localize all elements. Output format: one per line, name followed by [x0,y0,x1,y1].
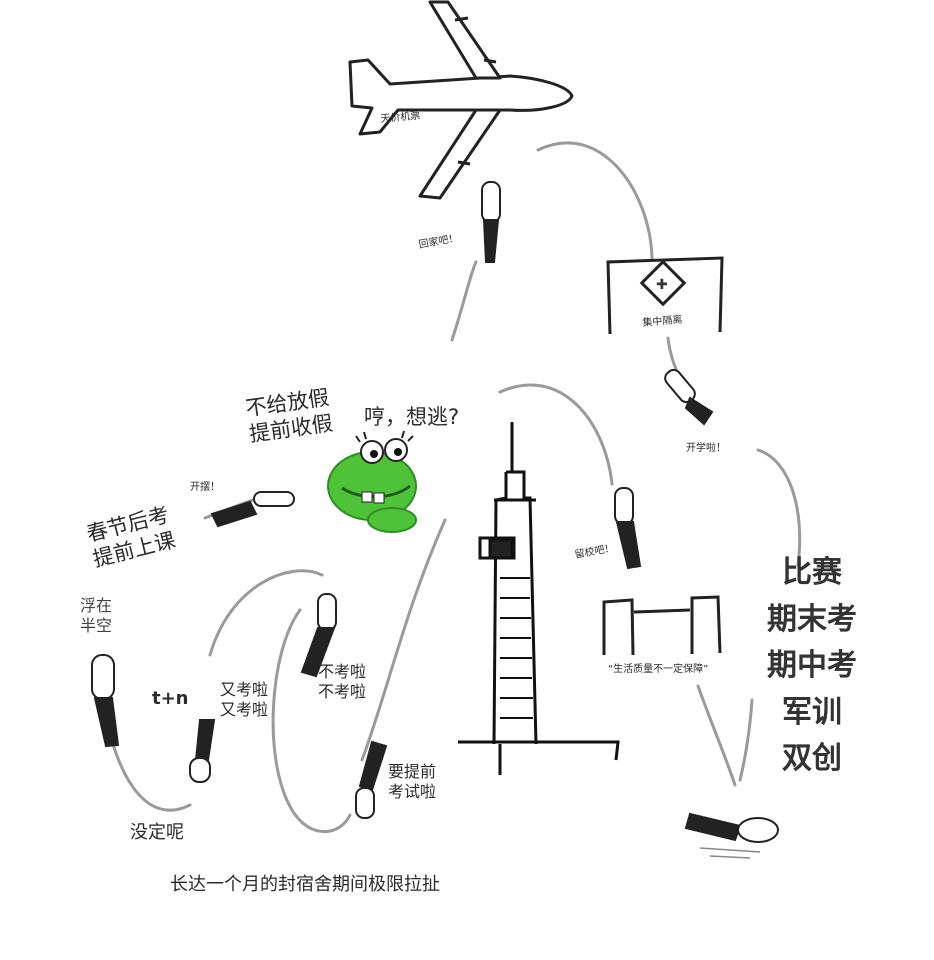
svg-text:✚: ✚ [656,277,668,293]
figure-icon [664,368,714,426]
quarantine-building: ✚ [606,256,724,335]
figure-icon [300,593,337,678]
school-start-label: 开学啦！ [686,443,726,454]
events-list: 比赛 期末考 期中考 军训 双创 [767,555,857,776]
figure-icon [91,654,120,748]
figure-icon [210,491,295,528]
quality-label: “生活质量不一定保障” [608,664,709,675]
airplane-icon [348,0,574,200]
figure-icon [189,719,216,783]
exam-again-label: 又考啦 又考啦 [220,680,269,719]
hmph-label: 哼，想逃? [364,405,460,429]
figure-icon [684,812,779,843]
dormitory-fence [602,595,722,656]
no-exam-label: 不考啦 不考啦 [318,662,367,701]
speed-lines [699,847,761,859]
undecided-label: 没定呢 [130,822,184,843]
tower-building [458,422,620,775]
figure-icon [481,181,501,263]
figure-icon [355,740,388,819]
floating-label: 浮在 半空 [80,596,113,635]
t-plus-n-label: t+n [152,688,189,709]
early-exam-label: 要提前 考试啦 [388,762,437,801]
caption: 长达一个月的封宿舍期间极限拉扯 [170,874,440,895]
green-frog-icon [327,430,417,533]
give-up-label: 开摆！ [190,482,220,493]
flying-figures [91,181,779,843]
figure-icon [614,487,642,570]
